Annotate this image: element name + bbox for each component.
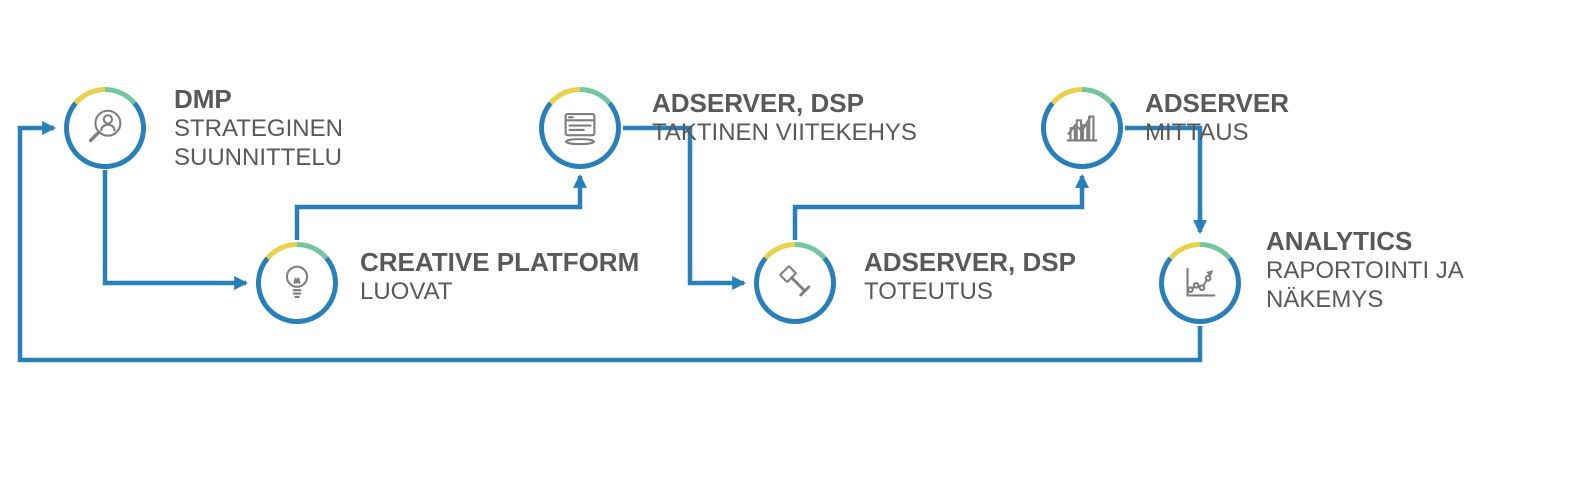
node-ring xyxy=(64,87,146,169)
growth-chart-icon xyxy=(1186,267,1216,297)
gavel-icon xyxy=(779,265,811,297)
arrow-creative-platform-to-adserver-dsp-1 xyxy=(294,173,587,240)
flow-node-adserver xyxy=(1041,87,1123,169)
bar-chart-icon xyxy=(1066,115,1098,142)
browser-window-icon xyxy=(564,113,596,146)
arrow-adserver-dsp-2-to-adserver xyxy=(792,173,1089,240)
flow-node-analytics xyxy=(1159,242,1241,324)
flow-node-dmp xyxy=(64,87,146,169)
node-subtitle-line: STRATEGINEN xyxy=(174,115,343,142)
flow-node-adserver-dsp-1 xyxy=(539,87,621,169)
node-title: ADSERVER xyxy=(1145,88,1290,118)
flow-node-creative-platform-label: CREATIVE PLATFORM LUOVAT xyxy=(360,247,639,306)
flow-node-dmp-label: DMP STRATEGINEN SUUNNITTELU xyxy=(174,84,343,172)
search-person-icon xyxy=(88,109,122,143)
node-circle xyxy=(1164,247,1236,319)
node-circle xyxy=(759,247,831,319)
node-subtitle-line: NÄKEMYS xyxy=(1266,286,1384,313)
lightbulb-icon xyxy=(285,265,309,298)
node-subtitle-line: TAKTINEN VIITEKEHYS xyxy=(652,119,917,146)
node-ring xyxy=(1041,87,1123,169)
flow-node-analytics-label: ANALYTICS RAPORTOINTI JA NÄKEMYS xyxy=(1266,226,1464,314)
arrow-adserver-to-analytics xyxy=(1125,125,1207,235)
node-title: CREATIVE PLATFORM xyxy=(360,247,640,277)
node-subtitle-line: RAPORTOINTI JA xyxy=(1266,257,1464,284)
node-title: ANALYTICS xyxy=(1266,226,1413,256)
node-circle xyxy=(1046,92,1118,164)
node-ring xyxy=(1159,242,1241,324)
node-subtitle-line: TOTEUTUS xyxy=(864,278,993,305)
node-title: ADSERVER, DSP xyxy=(864,247,1076,277)
arrow-analytics-back-to-dmp xyxy=(17,121,1203,363)
node-subtitle-line: MITTAUS xyxy=(1145,119,1249,146)
flow-node-adserver-dsp-2-label: ADSERVER, DSP TOTEUTUS xyxy=(864,247,1076,306)
node-circle xyxy=(261,247,333,319)
arrow-adserver-dsp-1-to-adserver-dsp-2 xyxy=(623,125,747,290)
node-ring xyxy=(539,87,621,169)
node-circle xyxy=(544,92,616,164)
node-ring xyxy=(754,242,836,324)
flow-node-adserver-dsp-2 xyxy=(754,242,836,324)
node-ring xyxy=(256,242,338,324)
flow-node-adserver-dsp-1-label: ADSERVER, DSP TAKTINEN VIITEKEHYS xyxy=(652,88,917,147)
node-title: ADSERVER, DSP xyxy=(652,88,864,118)
node-circle xyxy=(69,92,141,164)
arrow-dmp-to-creative-platform xyxy=(102,170,249,290)
flow-node-adserver-label: ADSERVER MITTAUS xyxy=(1145,88,1289,147)
flow-node-creative-platform xyxy=(256,242,338,324)
node-title: DMP xyxy=(174,84,232,114)
node-subtitle-line: SUUNNITTELU xyxy=(174,144,343,171)
node-subtitle-line: LUOVAT xyxy=(360,278,453,305)
